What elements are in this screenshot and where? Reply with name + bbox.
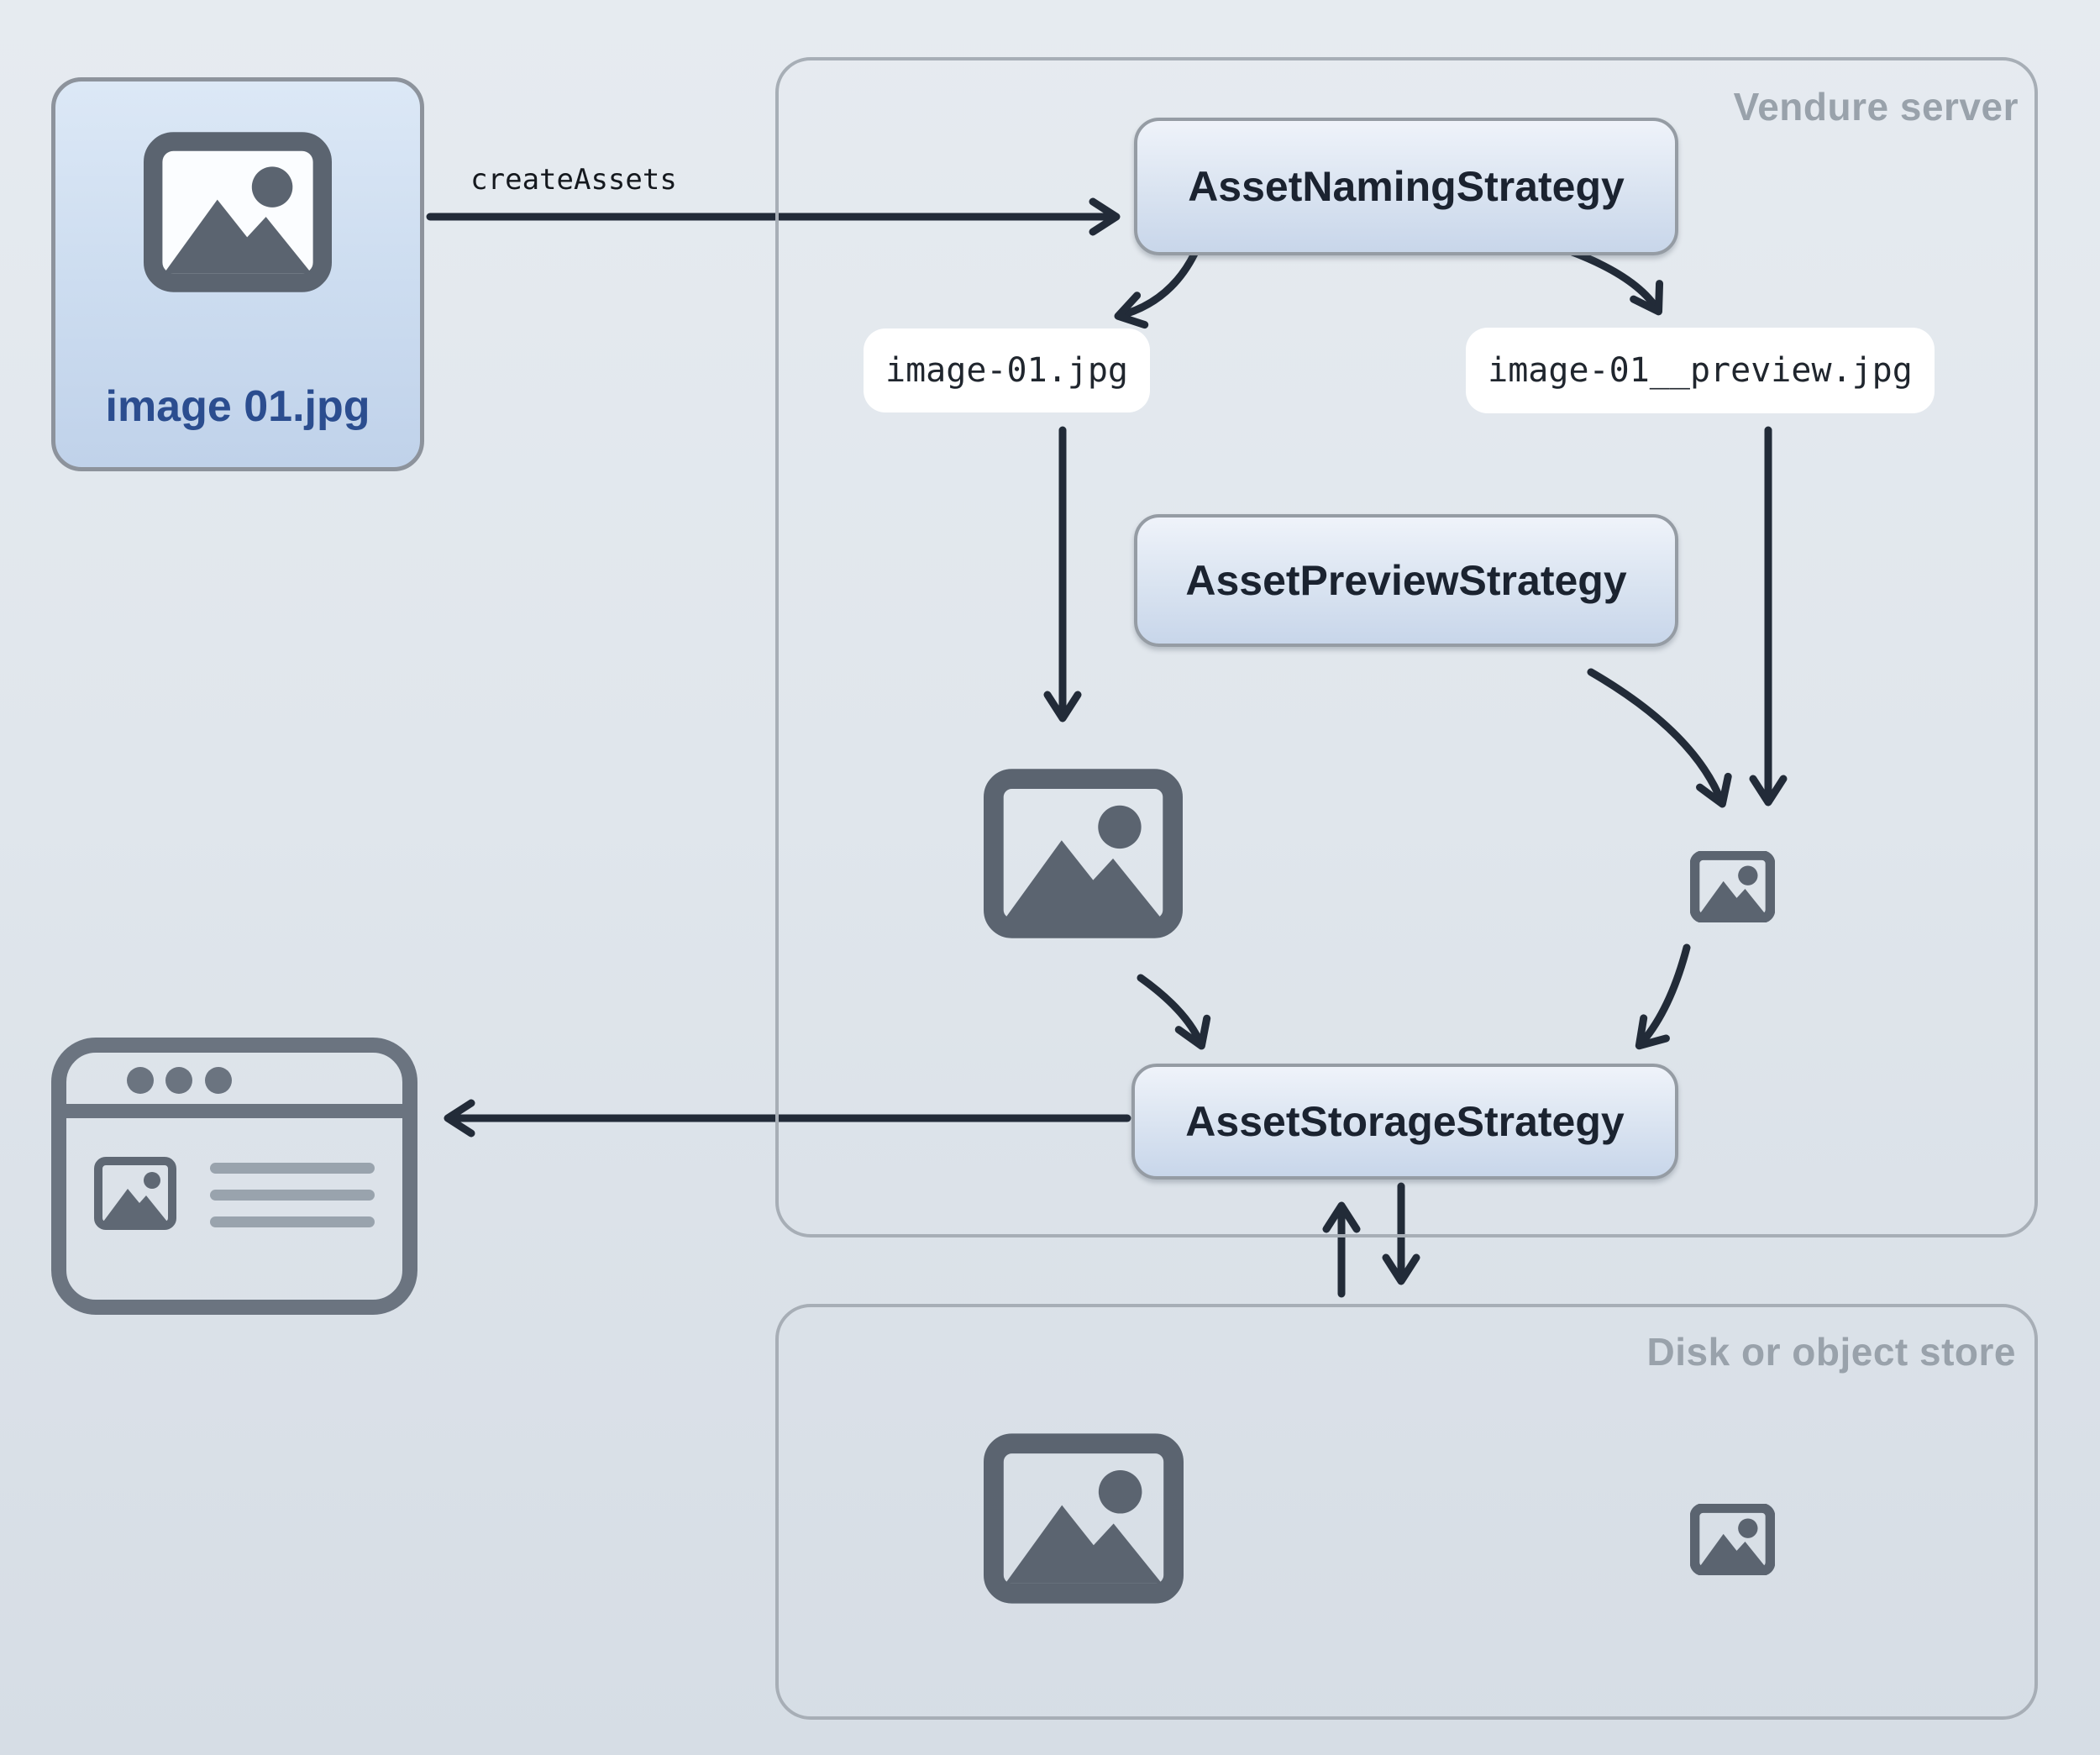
arrow-thumb-icon-to-storage bbox=[1635, 943, 1691, 1050]
source-image-node: image 01.jpg bbox=[51, 77, 424, 471]
arrow-preview-strategy-to-thumb-icon bbox=[1587, 668, 1732, 808]
server-thumbnail-icon bbox=[1689, 850, 1776, 927]
asset-preview-strategy-node: AssetPreviewStrategy bbox=[1134, 514, 1678, 647]
preview-file-name-chip: image-01__preview.jpg bbox=[1466, 328, 1935, 413]
create-assets-label: createAssets bbox=[470, 163, 677, 197]
file-name-chip: image-01.jpg bbox=[864, 328, 1150, 412]
asset-storage-strategy-label: AssetStorageStrategy bbox=[1185, 1098, 1625, 1145]
store-image-icon bbox=[984, 1432, 1184, 1609]
arrow-naming-to-preview-file bbox=[1568, 248, 1664, 316]
disk-store-container bbox=[775, 1304, 2038, 1720]
arrow-naming-to-file bbox=[1114, 250, 1199, 329]
asset-naming-strategy-label: AssetNamingStrategy bbox=[1188, 163, 1625, 210]
arrow-image-icon-to-storage bbox=[1137, 974, 1211, 1050]
file-preview-label: image-01__preview.jpg bbox=[1488, 351, 1913, 390]
asset-naming-strategy-node: AssetNamingStrategy bbox=[1134, 118, 1678, 255]
vendure-server-label: Vendure server bbox=[1733, 85, 2019, 129]
file-main-label: image-01.jpg bbox=[885, 351, 1128, 390]
server-image-icon bbox=[984, 769, 1183, 943]
asset-storage-strategy-node: AssetStorageStrategy bbox=[1131, 1064, 1678, 1180]
vendure-server-container bbox=[775, 57, 2038, 1237]
source-image-label: image 01.jpg bbox=[105, 382, 370, 431]
disk-store-label: Disk or object store bbox=[1646, 1330, 2016, 1374]
browser-window-icon bbox=[50, 1037, 418, 1320]
store-thumbnail-icon bbox=[1689, 1503, 1776, 1579]
image-icon bbox=[144, 113, 332, 315]
asset-preview-strategy-label: AssetPreviewStrategy bbox=[1185, 557, 1627, 604]
